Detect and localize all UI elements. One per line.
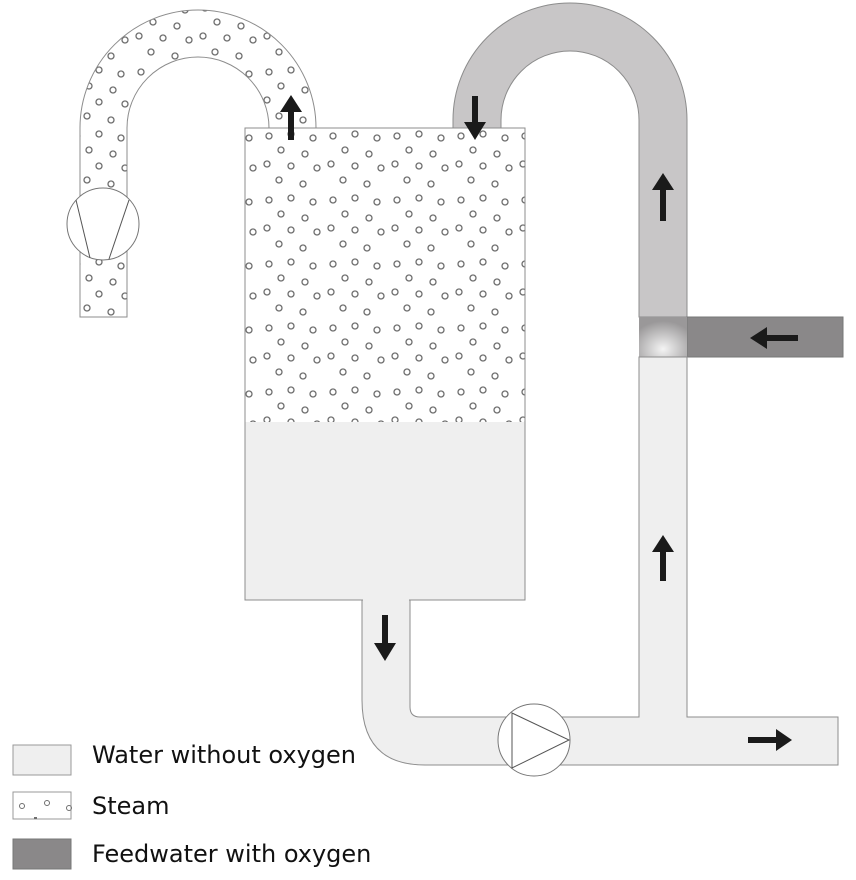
arrow-right-outlet-icon [748, 729, 792, 751]
legend-label-steam: Steam [92, 792, 170, 820]
legend-label-feedwater: Feedwater with oxygen [92, 840, 372, 868]
arrow-down-outlet-icon [374, 615, 396, 661]
arrow-up-steam-icon [280, 95, 302, 140]
compressor-icon [66, 187, 140, 261]
mixing-junction [639, 317, 687, 357]
return-pipe [452, 2, 688, 318]
arrow-down-return-icon [464, 96, 486, 140]
tank-water [245, 422, 525, 600]
arrow-up-recirculation-icon [652, 535, 674, 581]
flow-arrows [280, 95, 798, 751]
legend-swatch-steam [12, 791, 72, 820]
steam-pipe [79, 9, 317, 318]
arrow-up-return-icon [652, 173, 674, 221]
tank-steam-space [245, 128, 525, 422]
legend-swatch-feedwater [12, 838, 72, 870]
legend-swatch-water [12, 744, 72, 776]
water-outlet-pipe [361, 356, 839, 766]
pump-icon [497, 703, 571, 777]
arrow-left-feedwater-icon [750, 327, 798, 349]
legend-label-water: Water without oxygen [92, 741, 356, 769]
